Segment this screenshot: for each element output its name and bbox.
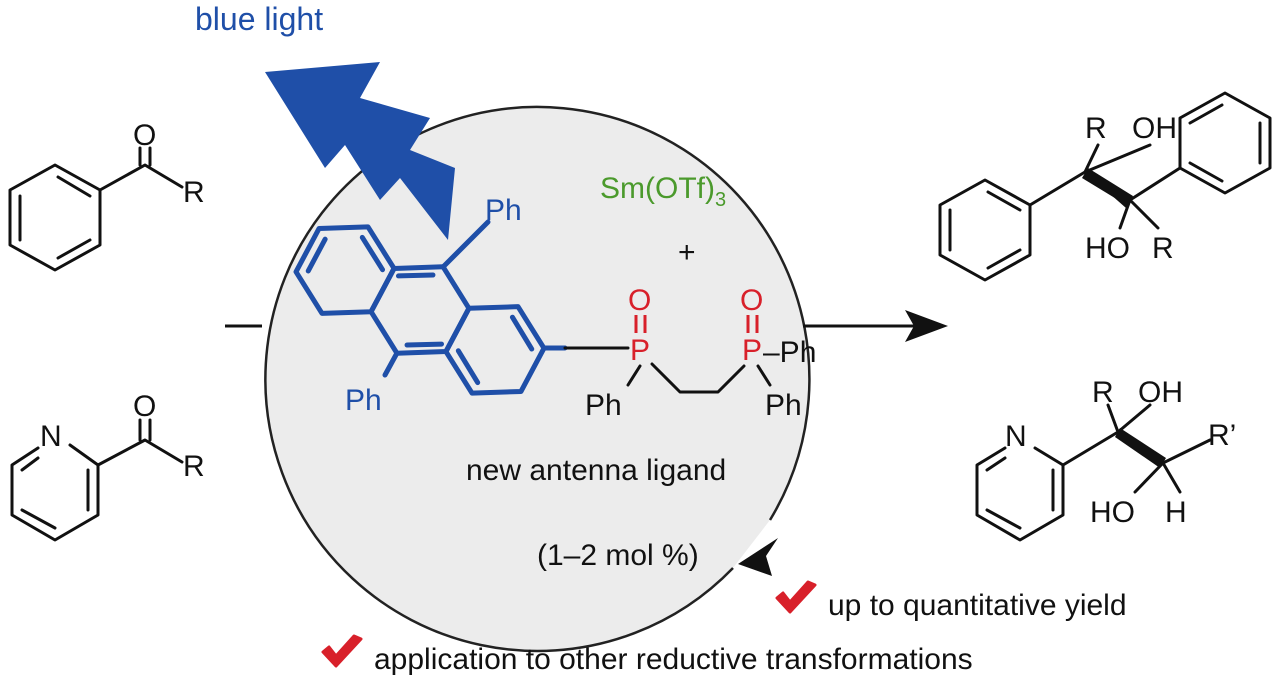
highlight-item: up to quantitative yield [775,580,1127,622]
svg-text:O: O [133,119,156,152]
p2-label: P [742,334,762,367]
pyridyl-ketone-structure: N O R [10,390,205,542]
svg-text:HO: HO [1090,496,1135,529]
lightning-bolt-icon [265,62,455,240]
ph-bottom-label: Ph [345,384,382,417]
diol-product-structure: R OH HO R [938,91,1272,282]
svg-text:R: R [183,176,205,209]
svg-text:R: R [1085,112,1107,145]
svg-text:O: O [133,390,156,423]
ligand-label: new antenna ligand [466,454,726,487]
samarium-triflate-label: Sm(OTf)3 [600,172,726,211]
svg-text:H: H [1165,496,1187,529]
plus-sign: + [678,236,696,269]
svg-text:OH: OH [1138,376,1183,409]
svg-text:R: R [183,450,205,483]
svg-text:OH: OH [1132,112,1177,145]
ph-p2-bottom-label: Ph [765,389,802,422]
svg-text:HO: HO [1085,232,1130,265]
o1-label: O [628,284,651,317]
cycle-arrowhead-icon [738,538,778,576]
p1-label: P [630,334,650,367]
blue-light-label: blue light [195,1,323,37]
aryl-ketone-structure: O R [8,119,205,272]
catalytic-cycle-circle [264,105,811,653]
ph-p1-label: Ph [585,389,622,422]
catalyst-loading: (1–2 mol %) [537,539,699,572]
svg-text:R’: R’ [1208,419,1236,452]
checkmark-icon [321,634,363,668]
svg-text:R: R [1152,232,1174,265]
pyridyl-diol-product-structure: R OH N R’ HO H [975,376,1236,542]
highlight-item: application to other reductive transform… [321,634,973,676]
svg-text:R: R [1092,376,1114,409]
svg-text:N: N [1005,420,1027,453]
ph-p2-right-label: –Ph [763,336,816,369]
svg-text:N: N [40,420,62,453]
svg-text:application to other reductive: application to other reductive transform… [374,643,973,676]
checkmark-icon [775,580,817,614]
reaction-arrowhead-icon [905,310,948,342]
o2-label: O [740,284,763,317]
svg-text:up to quantitative yield: up to quantitative yield [828,589,1127,622]
ph-top-label: Ph [485,194,522,227]
